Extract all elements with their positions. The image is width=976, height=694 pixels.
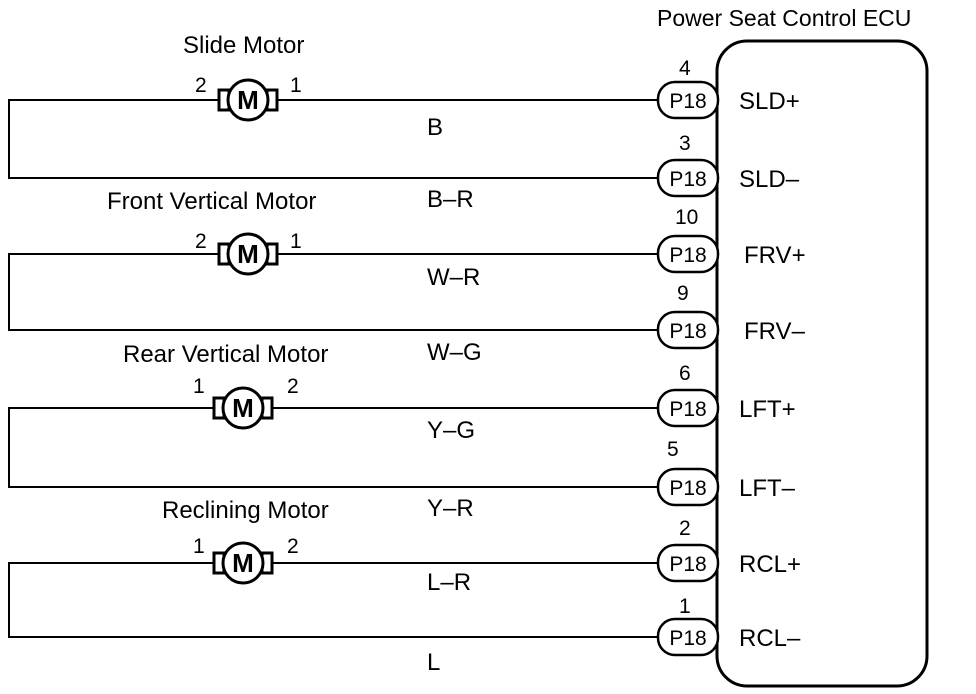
connector-upper bbox=[656, 80, 720, 120]
terminal-signal: FRV+ bbox=[744, 242, 806, 269]
connector-upper bbox=[656, 388, 720, 428]
motor-pin-left: 1 bbox=[193, 535, 205, 558]
terminal-signal: RCL– bbox=[739, 625, 801, 652]
motor-pin-right: 2 bbox=[287, 375, 299, 398]
terminal-pin-number: 5 bbox=[667, 438, 679, 461]
terminal-pin-number: 3 bbox=[679, 132, 691, 155]
wire-color-lower: B–R bbox=[427, 186, 474, 213]
motor-pin-right: 1 bbox=[290, 230, 302, 253]
terminal-signal: SLD– bbox=[739, 166, 800, 193]
motor-symbol: M bbox=[232, 548, 254, 578]
wire-color-upper: Y–G bbox=[427, 417, 475, 444]
terminal-pin-number: 2 bbox=[679, 517, 691, 540]
motor-pin-left: 1 bbox=[193, 375, 205, 398]
wire-color-upper: L–R bbox=[427, 569, 471, 596]
connector-label: P18 bbox=[669, 168, 706, 191]
connector-lower bbox=[656, 467, 720, 507]
wire-loop bbox=[8, 562, 658, 638]
terminal-signal: LFT– bbox=[739, 475, 796, 502]
motor-icon: M bbox=[212, 541, 274, 585]
motor-pin-left: 2 bbox=[195, 74, 207, 97]
motor-circuit: M bbox=[8, 78, 720, 198]
terminal-pin-number: 9 bbox=[677, 282, 689, 305]
wire-loop bbox=[8, 99, 658, 179]
terminal-signal: FRV– bbox=[744, 318, 806, 345]
motor-circuit: M bbox=[8, 541, 720, 657]
motor-icon: M bbox=[217, 232, 279, 276]
ecu-box bbox=[715, 39, 929, 688]
motor-pin-right: 2 bbox=[287, 535, 299, 558]
connector-label: P18 bbox=[669, 244, 706, 267]
motor-name: Slide Motor bbox=[183, 32, 304, 59]
wire-color-upper: B bbox=[427, 114, 443, 141]
connector-label: P18 bbox=[669, 398, 706, 421]
motor-name: Front Vertical Motor bbox=[107, 188, 316, 215]
motor-circuit: M bbox=[8, 386, 720, 507]
connector-lower bbox=[656, 158, 720, 198]
wire-color-lower: Y–R bbox=[427, 495, 474, 522]
terminal-signal: LFT+ bbox=[739, 396, 796, 423]
motor-icon: M bbox=[217, 78, 279, 122]
motor-name: Rear Vertical Motor bbox=[123, 341, 328, 368]
motor-symbol: M bbox=[237, 239, 259, 269]
wire-color-lower: W–G bbox=[427, 339, 482, 366]
wire-color-upper: W–R bbox=[427, 264, 480, 291]
terminal-signal: RCL+ bbox=[739, 551, 801, 578]
motor-pin-right: 1 bbox=[290, 74, 302, 97]
motor-circuit: M bbox=[8, 232, 720, 350]
connector-label: P18 bbox=[669, 90, 706, 113]
connector-upper bbox=[656, 543, 720, 583]
wire-loop bbox=[8, 253, 658, 331]
terminal-signal: SLD+ bbox=[739, 88, 800, 115]
connector-label: P18 bbox=[669, 477, 706, 500]
terminal-pin-number: 1 bbox=[679, 595, 691, 618]
terminal-pin-number: 6 bbox=[679, 362, 691, 385]
motor-pin-left: 2 bbox=[195, 230, 207, 253]
connector-label: P18 bbox=[669, 320, 706, 343]
connector-lower bbox=[656, 310, 720, 350]
wire-loop bbox=[8, 407, 658, 488]
terminal-pin-number: 4 bbox=[679, 57, 691, 80]
terminal-pin-number: 10 bbox=[675, 206, 698, 229]
motor-icon: M bbox=[212, 386, 274, 430]
connector-label: P18 bbox=[669, 627, 706, 650]
motor-name: Reclining Motor bbox=[162, 497, 329, 524]
connector-upper bbox=[656, 234, 720, 274]
wire-color-lower: L bbox=[427, 649, 440, 676]
connector-lower bbox=[656, 617, 720, 657]
motor-symbol: M bbox=[232, 393, 254, 423]
motor-symbol: M bbox=[237, 85, 259, 115]
ecu-title: Power Seat Control ECU bbox=[657, 5, 911, 31]
connector-label: P18 bbox=[669, 553, 706, 576]
